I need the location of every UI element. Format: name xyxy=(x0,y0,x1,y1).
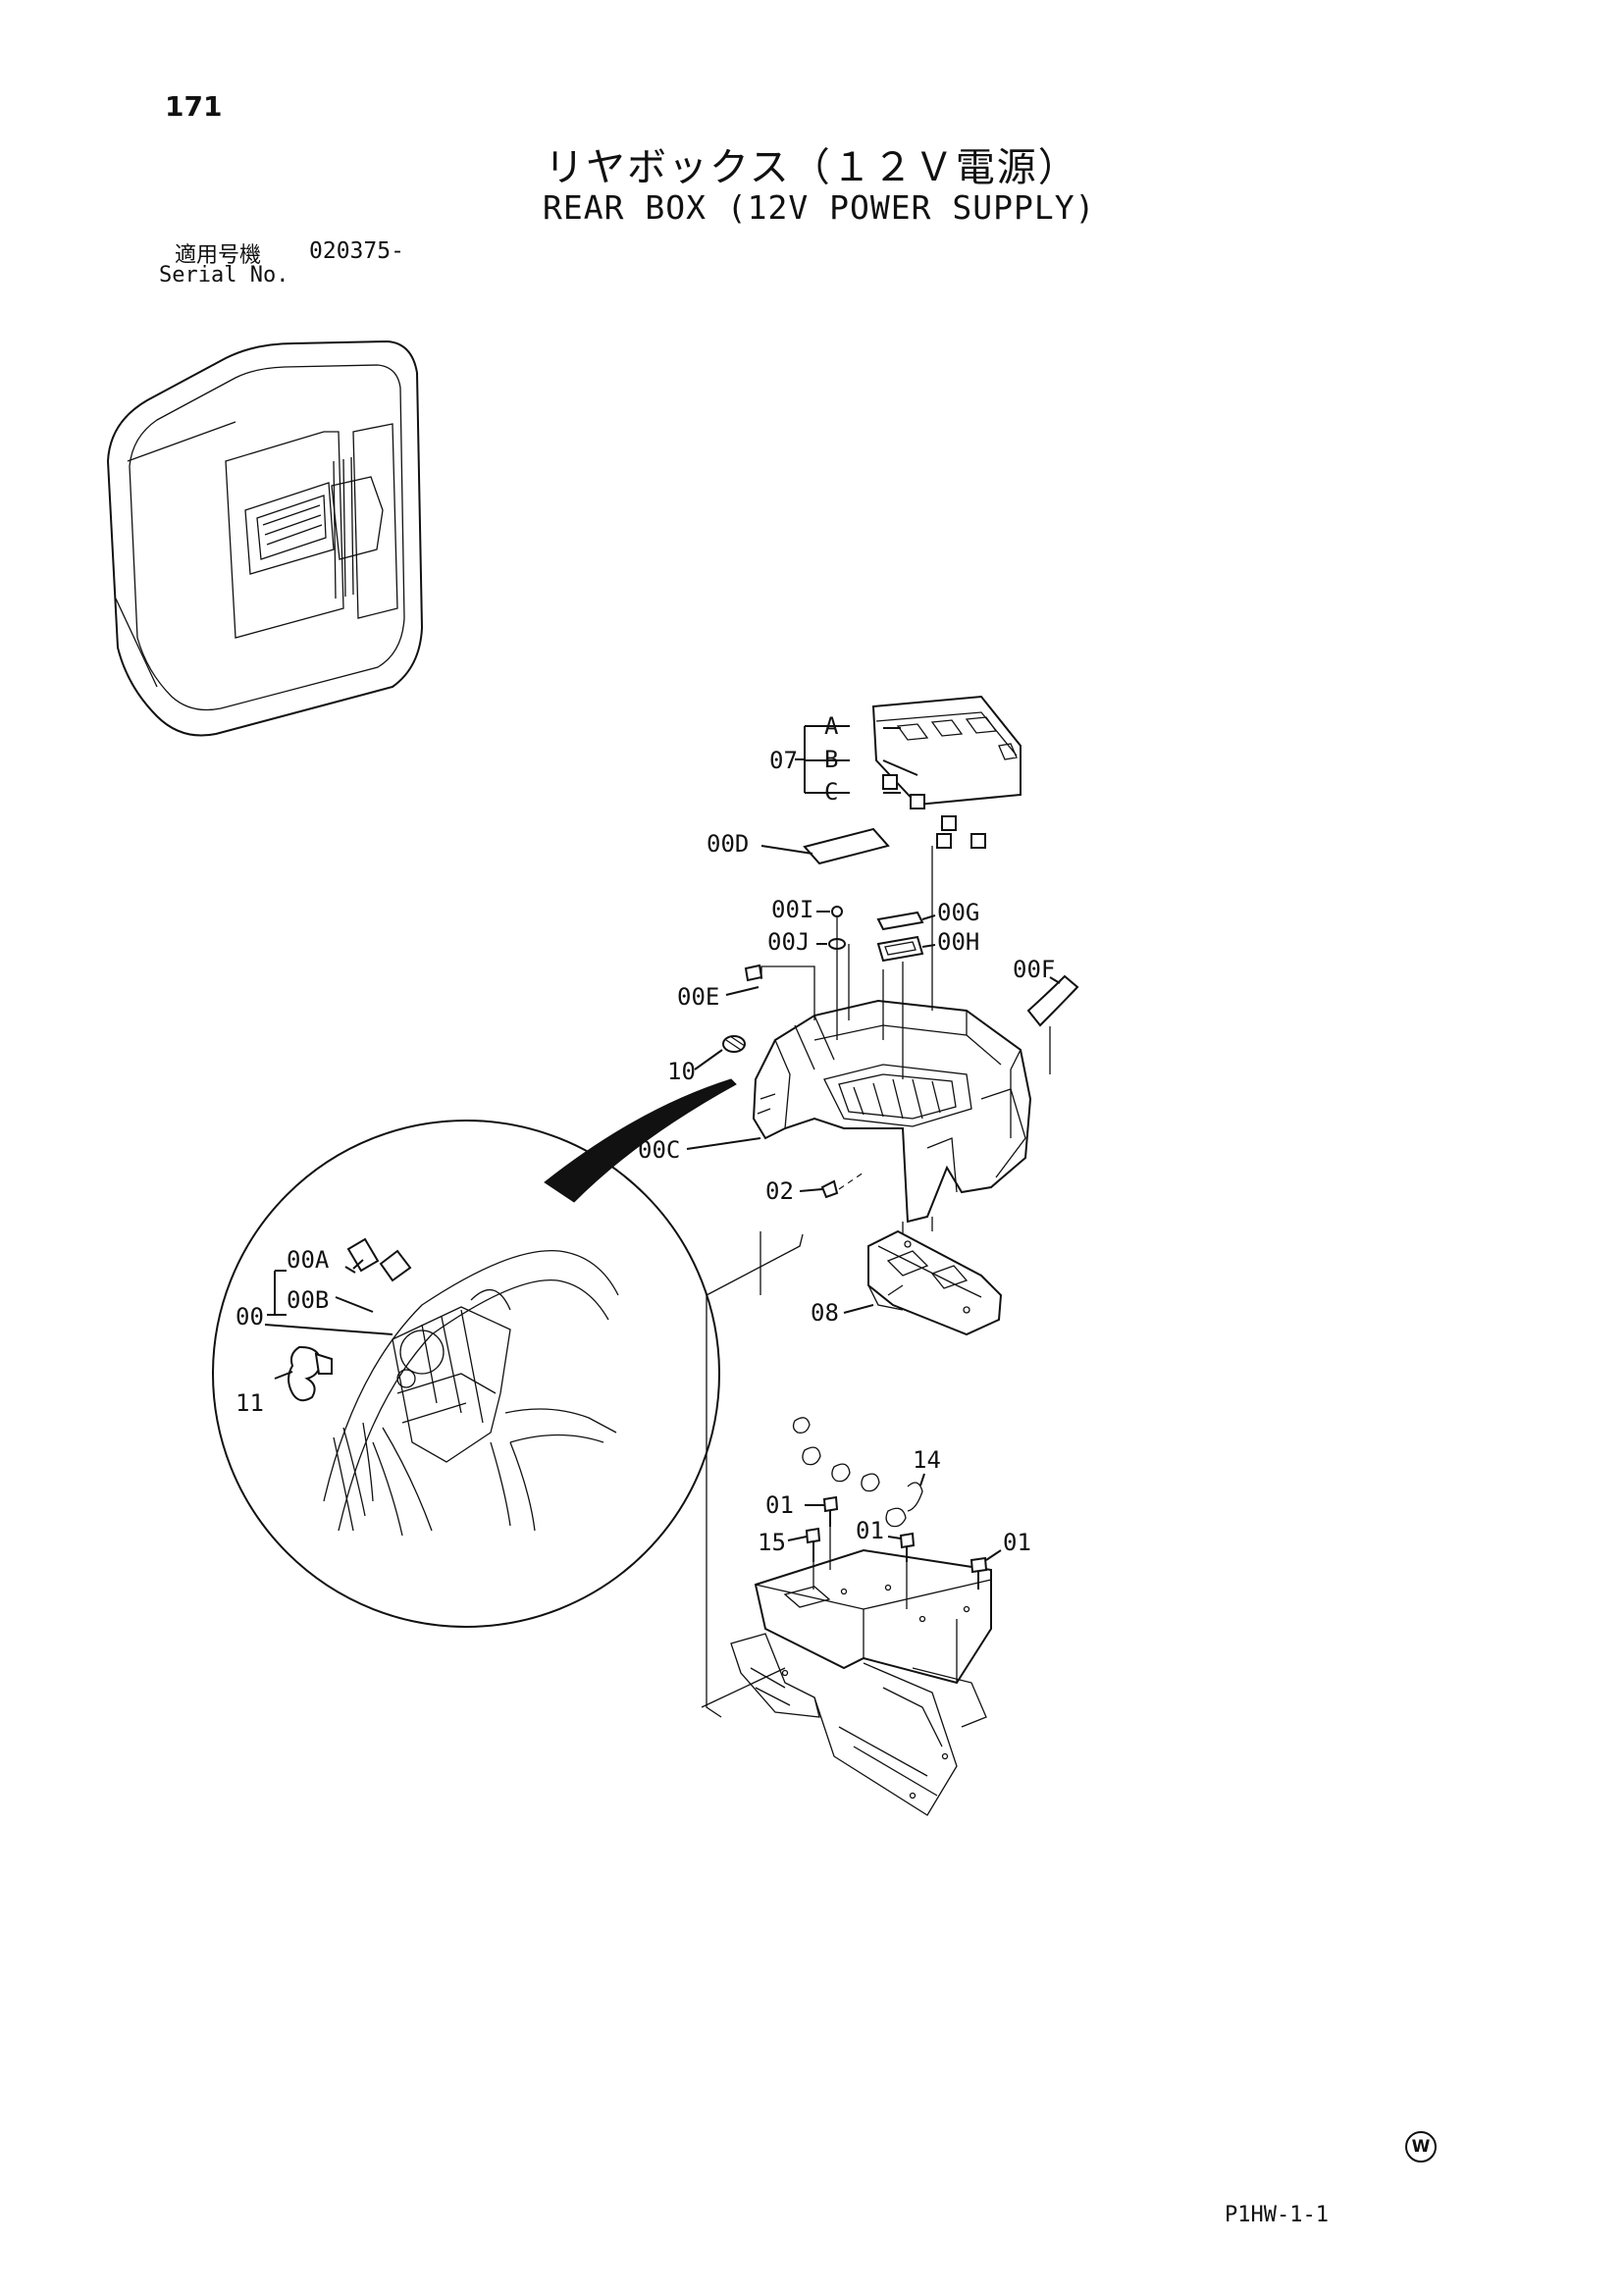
callout-00c: 00C xyxy=(638,1136,680,1164)
callout-11: 11 xyxy=(236,1389,264,1417)
callout-15: 15 xyxy=(758,1529,786,1556)
callout-00b: 00B xyxy=(287,1286,329,1314)
lower-frame-assembly xyxy=(730,1548,992,1816)
detail-callout-wedge xyxy=(544,1078,737,1203)
callout-00i: 00I xyxy=(771,896,813,923)
serial-number-value: 020375- xyxy=(309,238,404,264)
detail-circle xyxy=(212,1120,720,1628)
cover-00f xyxy=(1026,974,1079,1027)
serial-label-japanese: 適用号機 xyxy=(175,243,262,268)
callout-02: 02 xyxy=(765,1177,794,1205)
callout-00f: 00F xyxy=(1013,956,1055,983)
clamps-14 xyxy=(792,1417,925,1528)
callout-00e: 00E xyxy=(677,983,719,1011)
screw-02 xyxy=(820,1179,839,1199)
page-title-japanese: リヤボックス（１２Ｖ電源） xyxy=(545,145,1079,190)
switch-panel-07 xyxy=(871,695,1022,849)
callout-00: 00 xyxy=(236,1303,264,1330)
page-title-english: REAR BOX (12V POWER SUPPLY) xyxy=(543,188,1096,227)
switch-c3 xyxy=(941,815,957,831)
callout-00d: 00D xyxy=(707,830,749,858)
callout-00a: 00A xyxy=(287,1246,330,1274)
clip-00e xyxy=(744,964,763,982)
switch-c4 xyxy=(970,833,986,849)
serial-label-english: Serial No. xyxy=(159,263,289,287)
nut-00i xyxy=(831,906,843,917)
cover-00d xyxy=(803,827,890,865)
callout-b: B xyxy=(824,746,838,773)
callout-00j: 00J xyxy=(767,928,810,956)
bolts-01-15 xyxy=(787,1495,1002,1609)
plate-00g xyxy=(876,911,924,931)
clip-00b xyxy=(379,1249,412,1282)
clip-00a xyxy=(346,1237,380,1273)
page-number: 171 xyxy=(165,90,223,123)
rear-box-body-00c xyxy=(752,999,1032,1224)
callout-c: C xyxy=(824,778,838,806)
drawing-code: P1HW-1-1 xyxy=(1225,2203,1329,2227)
callout-07: 07 xyxy=(769,747,798,774)
callout-00h: 00H xyxy=(937,928,979,956)
grommet-10 xyxy=(722,1035,746,1053)
switch-c1 xyxy=(882,774,898,790)
callout-01-right: 01 xyxy=(1003,1529,1031,1556)
bracket-08 xyxy=(867,1229,1003,1336)
cab-overview-illustration xyxy=(106,339,424,737)
callout-10: 10 xyxy=(667,1058,696,1085)
w-mark-symbol: W xyxy=(1405,2131,1437,2163)
callout-08: 08 xyxy=(811,1299,839,1327)
callout-14: 14 xyxy=(913,1446,941,1474)
switch-c5 xyxy=(936,833,952,849)
callout-01-middle: 01 xyxy=(856,1517,884,1544)
callout-01-left: 01 xyxy=(765,1491,794,1519)
callout-00g: 00G xyxy=(937,899,979,926)
switch-c2 xyxy=(910,794,925,809)
callout-a: A xyxy=(824,712,839,740)
